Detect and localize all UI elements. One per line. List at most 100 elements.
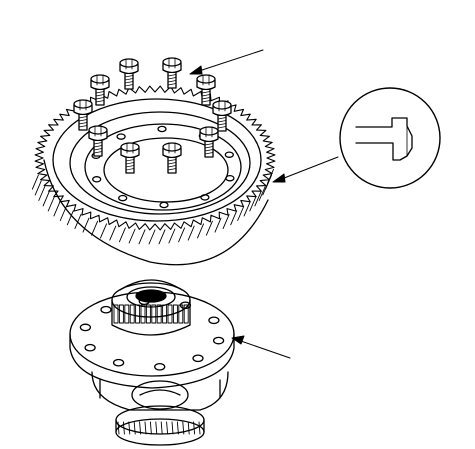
upper-bearing-cone [119, 279, 183, 291]
lower-bearing-roller [117, 421, 120, 435]
upper-bearing-roller [145, 304, 151, 324]
helical-tooth-line [42, 191, 50, 207]
bolt-thread [201, 100, 211, 103]
bolt-thread [124, 78, 134, 81]
carrier-leader-line [237, 339, 291, 359]
lower-bearing-roller [198, 421, 201, 435]
helical-tooth-line [158, 229, 166, 245]
bolt-head-top [162, 57, 182, 67]
helical-tooth-line [109, 225, 117, 241]
helical-tooth-line [258, 186, 266, 201]
flange-bolt-hole [79, 323, 92, 332]
ring-gear-teeth [34, 85, 276, 231]
bolt-thread [95, 97, 105, 100]
bolt-thread [124, 75, 134, 78]
side-gear-bore-outer [126, 286, 176, 308]
bolt-thread [217, 117, 227, 120]
flange-bolt-hole [192, 354, 204, 363]
upper-bearing-roller [156, 304, 162, 324]
gear-bolt-hole [116, 133, 126, 140]
mounting-bolt [162, 57, 182, 89]
bolt-thread [125, 162, 135, 165]
mounting-bolt [88, 125, 108, 157]
helical-tooth-line [31, 174, 39, 190]
bolt-thread [125, 168, 135, 171]
flange-bolt-hole [212, 336, 225, 345]
bolt-thread [217, 120, 227, 123]
gear-bolt-hole [224, 151, 234, 158]
upper-bearing-rollers [113, 304, 189, 324]
helical-tooth-line [254, 191, 262, 207]
gear-section-profile [355, 117, 413, 161]
upper-bearing-roller [113, 304, 119, 324]
flange-bolt-hole [84, 343, 96, 352]
mounting-bolt [90, 74, 110, 106]
lower-bearing-roller [155, 421, 158, 435]
helical-tooth-line [222, 214, 230, 230]
bolt-thread [124, 81, 134, 84]
gear-leader-line [278, 156, 339, 181]
bolt-thread [217, 123, 227, 126]
mounting-bolt [212, 100, 232, 132]
mounting-bolts [73, 57, 232, 174]
upper-bearing-roller [183, 304, 189, 324]
carrier-flange-bolt-holes [79, 297, 225, 371]
bolt-thread [78, 125, 88, 128]
gear-bolt-hole [200, 194, 210, 201]
upper-bearing-roller [135, 304, 141, 324]
helical-tooth-line [168, 228, 176, 244]
helical-tooth-line [91, 220, 99, 236]
gear-bolt-hole [159, 201, 169, 209]
bolt-thread [125, 165, 135, 168]
gear-leader-arrowhead [272, 173, 286, 183]
bolt-thread [204, 152, 214, 155]
bolt-thread [204, 149, 214, 152]
bolt-thread [95, 94, 105, 97]
gear-bolt-hole [92, 176, 102, 183]
mounting-bolt [162, 142, 182, 174]
bolt-head-top [73, 99, 93, 109]
upper-bearing-body [111, 299, 191, 336]
carrier-lower-edges [99, 379, 221, 399]
bolt-thread [93, 142, 103, 145]
helical-tooth-line [74, 214, 82, 230]
carrier-lower-body [91, 371, 229, 411]
mounting-bolt [120, 142, 140, 174]
bolt-thread [217, 126, 227, 129]
helical-tooth-line [47, 196, 55, 212]
bolt-head-top [162, 142, 182, 152]
bolt-thread [93, 145, 103, 148]
bolt-thread [93, 151, 103, 154]
bolt-head-top [199, 126, 219, 136]
upper-bearing-roller [178, 304, 184, 324]
mounting-bolt [73, 99, 93, 131]
bolt-thread [167, 83, 177, 86]
gear-bolt-hole [118, 194, 128, 202]
bolt-leader-arrowhead [189, 65, 203, 75]
helical-tooth-line [178, 227, 186, 243]
carrier-leader-arrowhead [231, 335, 245, 345]
helical-tooth-line [243, 201, 251, 217]
bolt-thread [204, 146, 214, 149]
bolt-leader-line [195, 49, 264, 73]
helical-tooth-line [128, 228, 136, 244]
upper-bearing-roller [118, 304, 124, 324]
ring-gear-lower-edge [43, 159, 269, 266]
bolt-thread [167, 162, 177, 165]
bolt-head-top [212, 100, 232, 110]
ring-gear-bolt-circle [84, 123, 242, 211]
lower-bearing-sides [115, 419, 205, 433]
bolt-thread [124, 84, 134, 87]
bolt-thread [78, 119, 88, 122]
bolt-thread [125, 159, 135, 162]
mounting-bolt [196, 74, 216, 106]
lower-bearing-roller [182, 421, 185, 435]
bolt-thread [167, 74, 177, 77]
lower-bearing-roller [166, 421, 169, 435]
ring-gear-profile-detail [339, 87, 441, 189]
ring-gear-root-ring [52, 98, 262, 222]
bolt-thread [93, 148, 103, 151]
leader-arrows [189, 49, 339, 359]
